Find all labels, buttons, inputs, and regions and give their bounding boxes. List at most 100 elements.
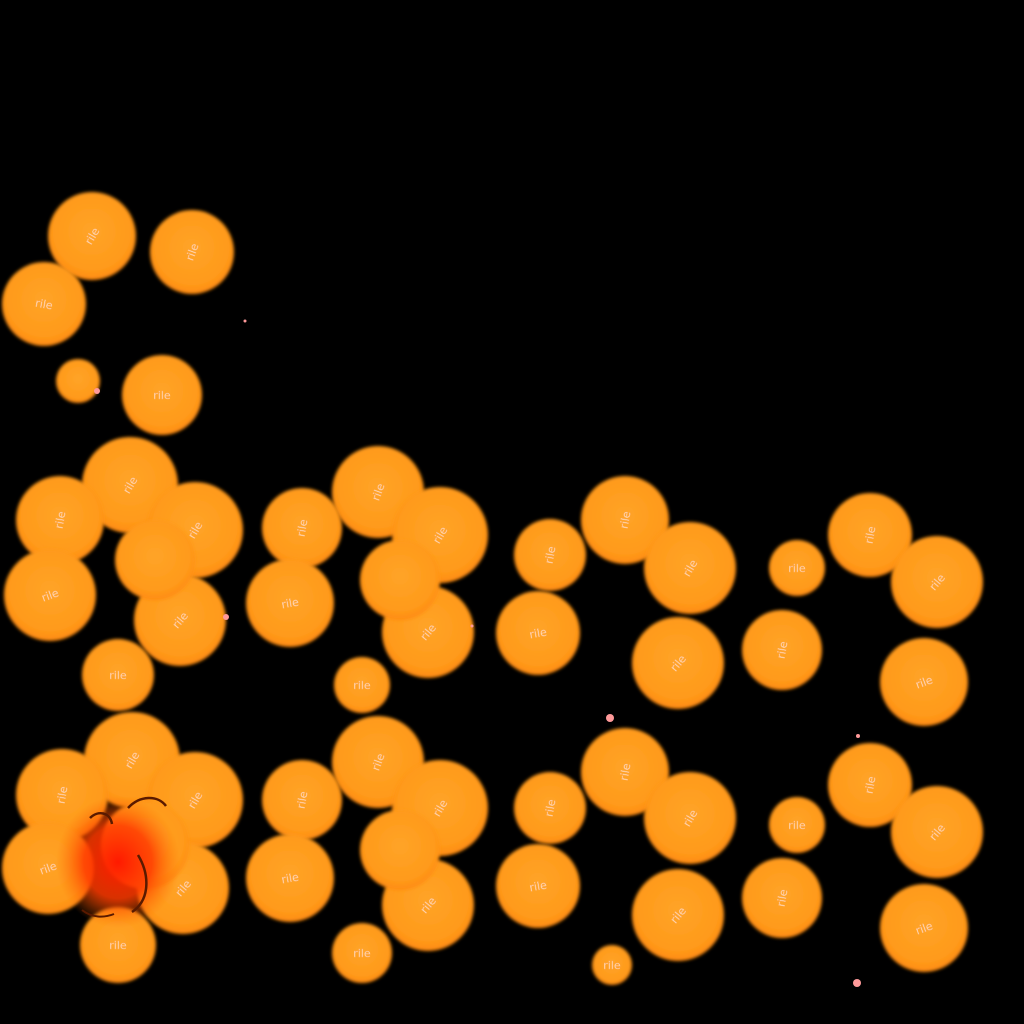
- hot-core-sprite: [56, 796, 180, 928]
- blob-label-text: rile: [863, 775, 879, 795]
- blob-circle: [632, 869, 724, 961]
- blob-label-text: rile: [603, 959, 621, 972]
- blob-circle: [360, 810, 440, 890]
- blob-label-text: rile: [109, 669, 127, 682]
- blob-label-text: rile: [53, 510, 69, 530]
- blob-label-text: rile: [788, 819, 806, 832]
- blob-label-text: rile: [543, 545, 559, 565]
- blob-circle: [514, 519, 586, 591]
- blob-circle: [360, 540, 440, 620]
- blob-circle: [332, 923, 392, 983]
- blob-label-text: rile: [353, 679, 371, 692]
- blob-circle: [246, 834, 334, 922]
- blob-circle: [262, 760, 342, 840]
- blob-circle: [644, 522, 736, 614]
- explosion-frame-sprite-frame-row1-3: [496, 476, 736, 709]
- scorch-stroke: [127, 796, 168, 809]
- blob-label-text: rile: [38, 859, 59, 877]
- spark-particle: [223, 614, 229, 620]
- blob-circle: [122, 355, 202, 435]
- explosion-fragment-sprite-fragment-top-left: [2, 192, 234, 435]
- blob-circle: [262, 488, 342, 568]
- label-layer: rile rile rile rile rile rile rile rile rile rile…: [34, 225, 948, 972]
- blob-circle: [581, 728, 669, 816]
- blob-label-text: rile: [55, 785, 71, 805]
- blob-label-text: rile: [775, 888, 791, 908]
- blob-circle: [828, 743, 912, 827]
- blob-circle: [769, 540, 825, 596]
- blob-label-text: rile: [543, 798, 559, 818]
- explosion-frame-sprite-frame-row2-4: [742, 743, 983, 972]
- scorch-stroke: [81, 909, 115, 918]
- blob-label-text: rile: [863, 525, 879, 545]
- explosion-frame-sprite-frame-row2-2: [246, 716, 488, 983]
- blob-label-text: rile: [775, 640, 791, 660]
- blob-circle: [56, 359, 100, 403]
- blob-circle: [48, 192, 136, 280]
- hot-core-layer: [56, 796, 180, 928]
- blob-circle: [4, 549, 96, 641]
- blob-label-text: rile: [183, 242, 201, 263]
- blob-circle: [514, 772, 586, 844]
- blob-label-text: rile: [914, 919, 935, 937]
- blob-label-text: rile: [369, 482, 387, 503]
- blob-label-text: rile: [280, 596, 300, 612]
- blob-label-text: rile: [295, 790, 311, 810]
- blob-circle: [581, 476, 669, 564]
- blob-label-text: rile: [788, 562, 806, 575]
- blob-label-text: rile: [153, 389, 171, 402]
- blob-label-text: rile: [914, 673, 935, 691]
- blob-label-text: rile: [295, 518, 311, 538]
- scorch-stroke: [131, 854, 148, 914]
- blob-label-text: rile: [109, 939, 127, 952]
- spark-layer: [94, 319, 861, 987]
- blob-circle: [891, 536, 983, 628]
- spark-particle: [853, 979, 861, 987]
- blob-circle: [632, 617, 724, 709]
- blob-circle: [16, 476, 104, 564]
- blob-circle: [334, 657, 390, 713]
- blob-label-text: rile: [528, 626, 548, 642]
- blob-circle: [644, 772, 736, 864]
- blob-label-text: rile: [369, 752, 387, 773]
- blob-label-text: rile: [618, 762, 634, 782]
- blob-circle: [82, 639, 154, 711]
- blob-circle: [150, 210, 234, 294]
- blob-circle: [115, 520, 195, 600]
- blob-circle: [769, 797, 825, 853]
- explosion-frame-sprite-frame-row2-3: [496, 728, 736, 985]
- spark-particle: [470, 624, 474, 628]
- blob-circle: [891, 786, 983, 878]
- blob-circle: [496, 844, 580, 928]
- blob-circle: [496, 591, 580, 675]
- blob-circle: [592, 945, 632, 985]
- blob-label-text: rile: [353, 947, 371, 960]
- scorch-stroke: [89, 811, 114, 825]
- blob-label-text: rile: [34, 297, 54, 313]
- spark-particle: [856, 734, 860, 738]
- blob-label-text: rile: [618, 510, 634, 530]
- blob-label-text: rile: [528, 879, 548, 895]
- explosion-frame-sprite-frame-row1-2: [246, 446, 488, 713]
- blob-label-text: rile: [40, 586, 61, 604]
- blob-circle: [880, 884, 968, 972]
- blob-circle: [880, 638, 968, 726]
- blob-circle: [80, 907, 156, 983]
- explosion-frame-sprite-frame-row1-4: [742, 493, 983, 726]
- explosion-frame-sprite-frame-row1-1: [4, 437, 243, 711]
- blob-circle: [2, 262, 86, 346]
- blob-label-text: rile: [280, 871, 300, 887]
- blob-circle: [742, 858, 822, 938]
- blob-circle: [828, 493, 912, 577]
- spark-particle: [606, 714, 614, 722]
- blob-circle: [246, 559, 334, 647]
- spark-particle: [243, 319, 247, 323]
- blob-circle: [742, 610, 822, 690]
- hot-core-glow: [56, 796, 180, 928]
